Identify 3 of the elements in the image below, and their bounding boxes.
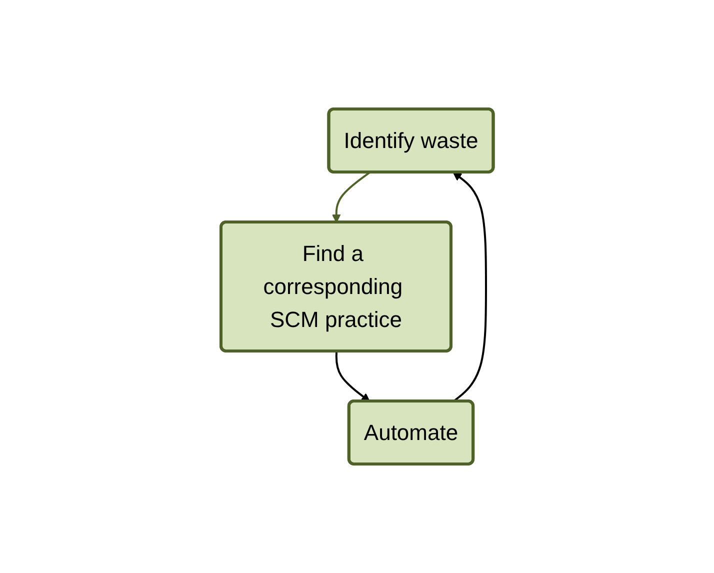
arrow [452, 172, 487, 402]
arrow [332, 172, 370, 223]
arrow [335, 351, 370, 402]
